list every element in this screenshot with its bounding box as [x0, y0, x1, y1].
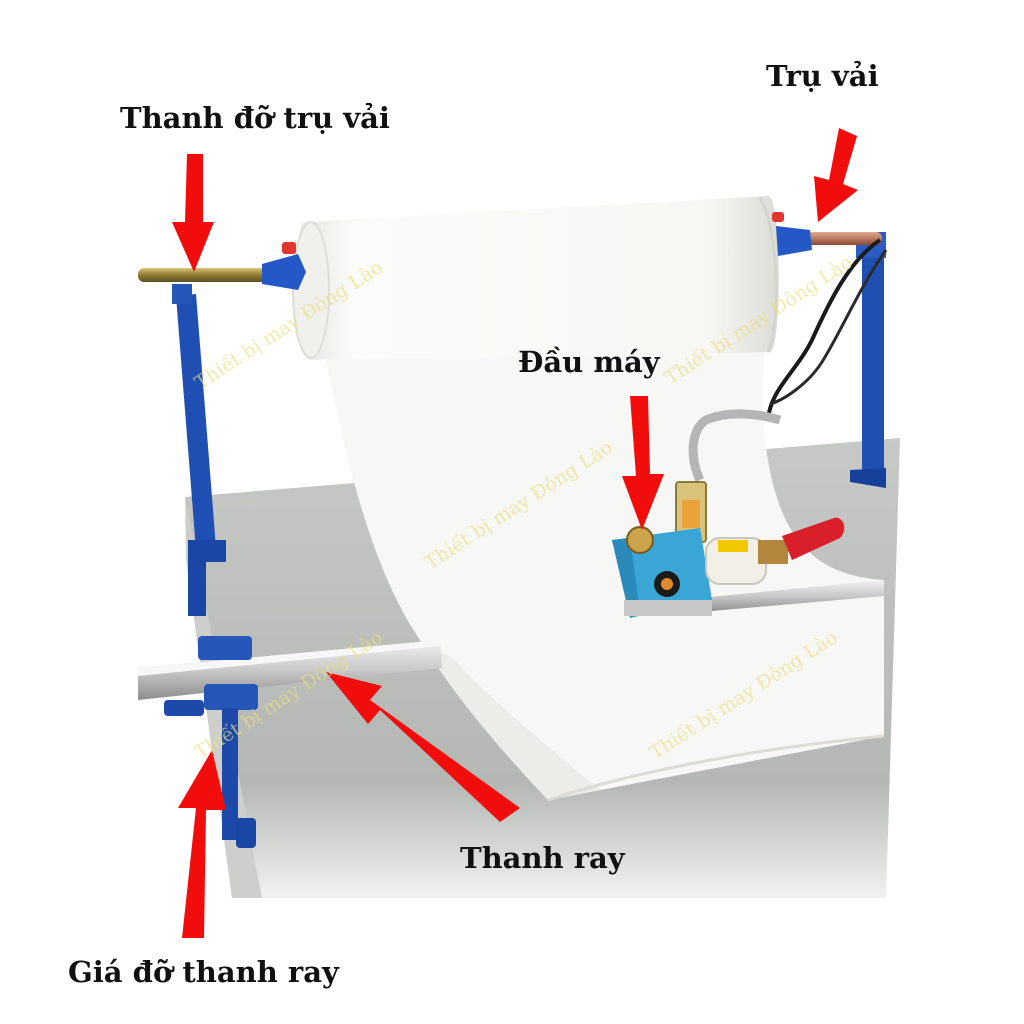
left-fabric-shaft-bar	[138, 242, 306, 290]
arrows	[172, 128, 858, 938]
arrow-fabric-shaft	[814, 128, 858, 222]
rail-stand	[164, 636, 258, 848]
arrow-machine-head	[622, 396, 664, 530]
cutting-machine-head	[612, 409, 845, 618]
right-fabric-shaft-bar	[772, 212, 882, 256]
power-cable	[766, 238, 882, 421]
arrow-shaft-support	[172, 154, 214, 272]
arrow-rail-stand	[178, 750, 226, 938]
label-rail: Thanh ray	[460, 841, 625, 875]
label-rail-stand: Giá đỡ thanh ray	[68, 955, 339, 989]
label-fabric-shaft-support: Thanh đỡ trụ vải	[120, 101, 390, 135]
left-shaft-support-post	[172, 284, 226, 616]
fabric-sheet	[320, 260, 885, 802]
label-machine-head: Đầu máy	[518, 345, 660, 379]
arrow-rail	[326, 672, 520, 822]
label-fabric-shaft: Trụ vải	[766, 59, 879, 93]
fabric-roll	[292, 196, 779, 360]
